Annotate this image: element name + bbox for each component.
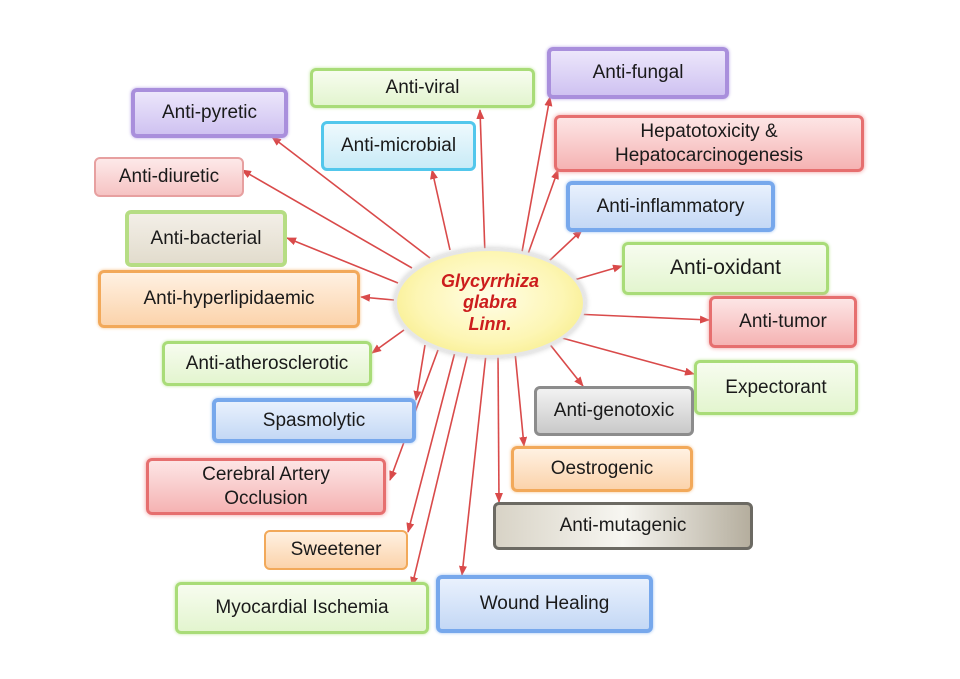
arrow-to-spasmolytic: [413, 344, 426, 401]
node-label: Expectorant: [725, 376, 827, 398]
arrow-to-myocardial-ischemia: [410, 352, 469, 587]
node-anti-pyretic: Anti-pyretic: [131, 88, 288, 138]
node-anti-atherosclerotic: Anti-atherosclerotic: [162, 341, 372, 386]
node-label: Cerebral Artery Occlusion: [202, 463, 330, 509]
node-label: Anti-viral: [385, 77, 460, 99]
arrow-to-anti-mutagenic: [494, 353, 503, 503]
arrow-to-hepatotoxicity: [527, 169, 559, 255]
node-label: Wound Healing: [479, 593, 610, 615]
node-hepatotoxicity: Hepatotoxicity & Hepatocarcinogenesis: [554, 115, 864, 172]
node-anti-mutagenic: Anti-mutagenic: [493, 502, 753, 550]
arrow-to-expectorant: [561, 337, 695, 376]
node-label: Hepatotoxicity & Hepatocarcinogenesis: [614, 120, 803, 166]
node-label: Anti-mutagenic: [559, 515, 687, 537]
node-label: Anti-microbial: [340, 135, 457, 157]
arrow-to-anti-pyretic: [271, 136, 431, 259]
center-node: Glycyrrhiza glabra Linn.: [394, 248, 586, 358]
node-wound-healing: Wound Healing: [436, 575, 653, 633]
center-label: Glycyrrhiza glabra Linn.: [440, 270, 540, 334]
node-oestrogenic: Oestrogenic: [511, 446, 693, 492]
node-anti-tumor: Anti-tumor: [709, 296, 857, 348]
node-anti-oxidant: Anti-oxidant: [622, 242, 829, 295]
arrow-to-anti-tumor: [573, 313, 710, 324]
node-anti-fungal: Anti-fungal: [547, 47, 729, 99]
arrow-to-anti-atherosclerotic: [371, 329, 405, 354]
node-label: Anti-atherosclerotic: [185, 352, 349, 374]
arrow-to-anti-microbial: [430, 169, 451, 251]
node-expectorant: Expectorant: [694, 360, 858, 415]
node-anti-inflammatory: Anti-inflammatory: [566, 181, 775, 232]
node-label: Anti-inflammatory: [596, 195, 745, 217]
arrow-to-anti-oxidant: [573, 264, 623, 281]
node-label: Anti-genotoxic: [553, 400, 675, 422]
node-anti-hyperlipidaemic: Anti-hyperlipidaemic: [98, 270, 360, 328]
node-label: Anti-hyperlipidaemic: [143, 288, 315, 310]
arrow-to-sweetener: [406, 351, 456, 533]
node-anti-viral: Anti-viral: [310, 68, 535, 108]
node-label: Anti-oxidant: [670, 256, 781, 280]
node-label: Anti-bacterial: [150, 227, 262, 249]
node-label: Myocardial Ischemia: [215, 597, 389, 619]
arrow-to-anti-hyperlipidaemic: [360, 293, 395, 302]
node-label: Anti-diuretic: [118, 166, 220, 188]
node-spasmolytic: Spasmolytic: [212, 398, 416, 443]
arrow-to-anti-bacterial: [286, 237, 399, 284]
node-anti-microbial: Anti-microbial: [321, 121, 476, 171]
node-label: Anti-tumor: [739, 311, 827, 333]
node-cerebral-artery-occlusion: Cerebral Artery Occlusion: [146, 458, 386, 515]
node-anti-genotoxic: Anti-genotoxic: [534, 386, 694, 436]
arrow-to-anti-inflammatory: [547, 229, 583, 263]
node-anti-diuretic: Anti-diuretic: [94, 157, 244, 197]
node-label: Spasmolytic: [262, 409, 366, 431]
arrow-to-oestrogenic: [514, 351, 528, 447]
node-myocardial-ischemia: Myocardial Ischemia: [175, 582, 429, 634]
node-label: Anti-fungal: [592, 62, 684, 84]
node-sweetener: Sweetener: [264, 530, 408, 570]
node-label: Anti-pyretic: [161, 102, 258, 124]
arrow-to-anti-diuretic: [241, 169, 413, 269]
node-label: Sweetener: [290, 539, 382, 561]
arrow-to-wound-healing: [458, 353, 487, 576]
arrow-to-anti-genotoxic: [547, 341, 584, 387]
arrow-to-anti-fungal: [521, 96, 553, 253]
node-anti-bacterial: Anti-bacterial: [125, 210, 287, 267]
node-label: Oestrogenic: [550, 458, 654, 480]
arrow-to-anti-viral: [476, 109, 486, 256]
